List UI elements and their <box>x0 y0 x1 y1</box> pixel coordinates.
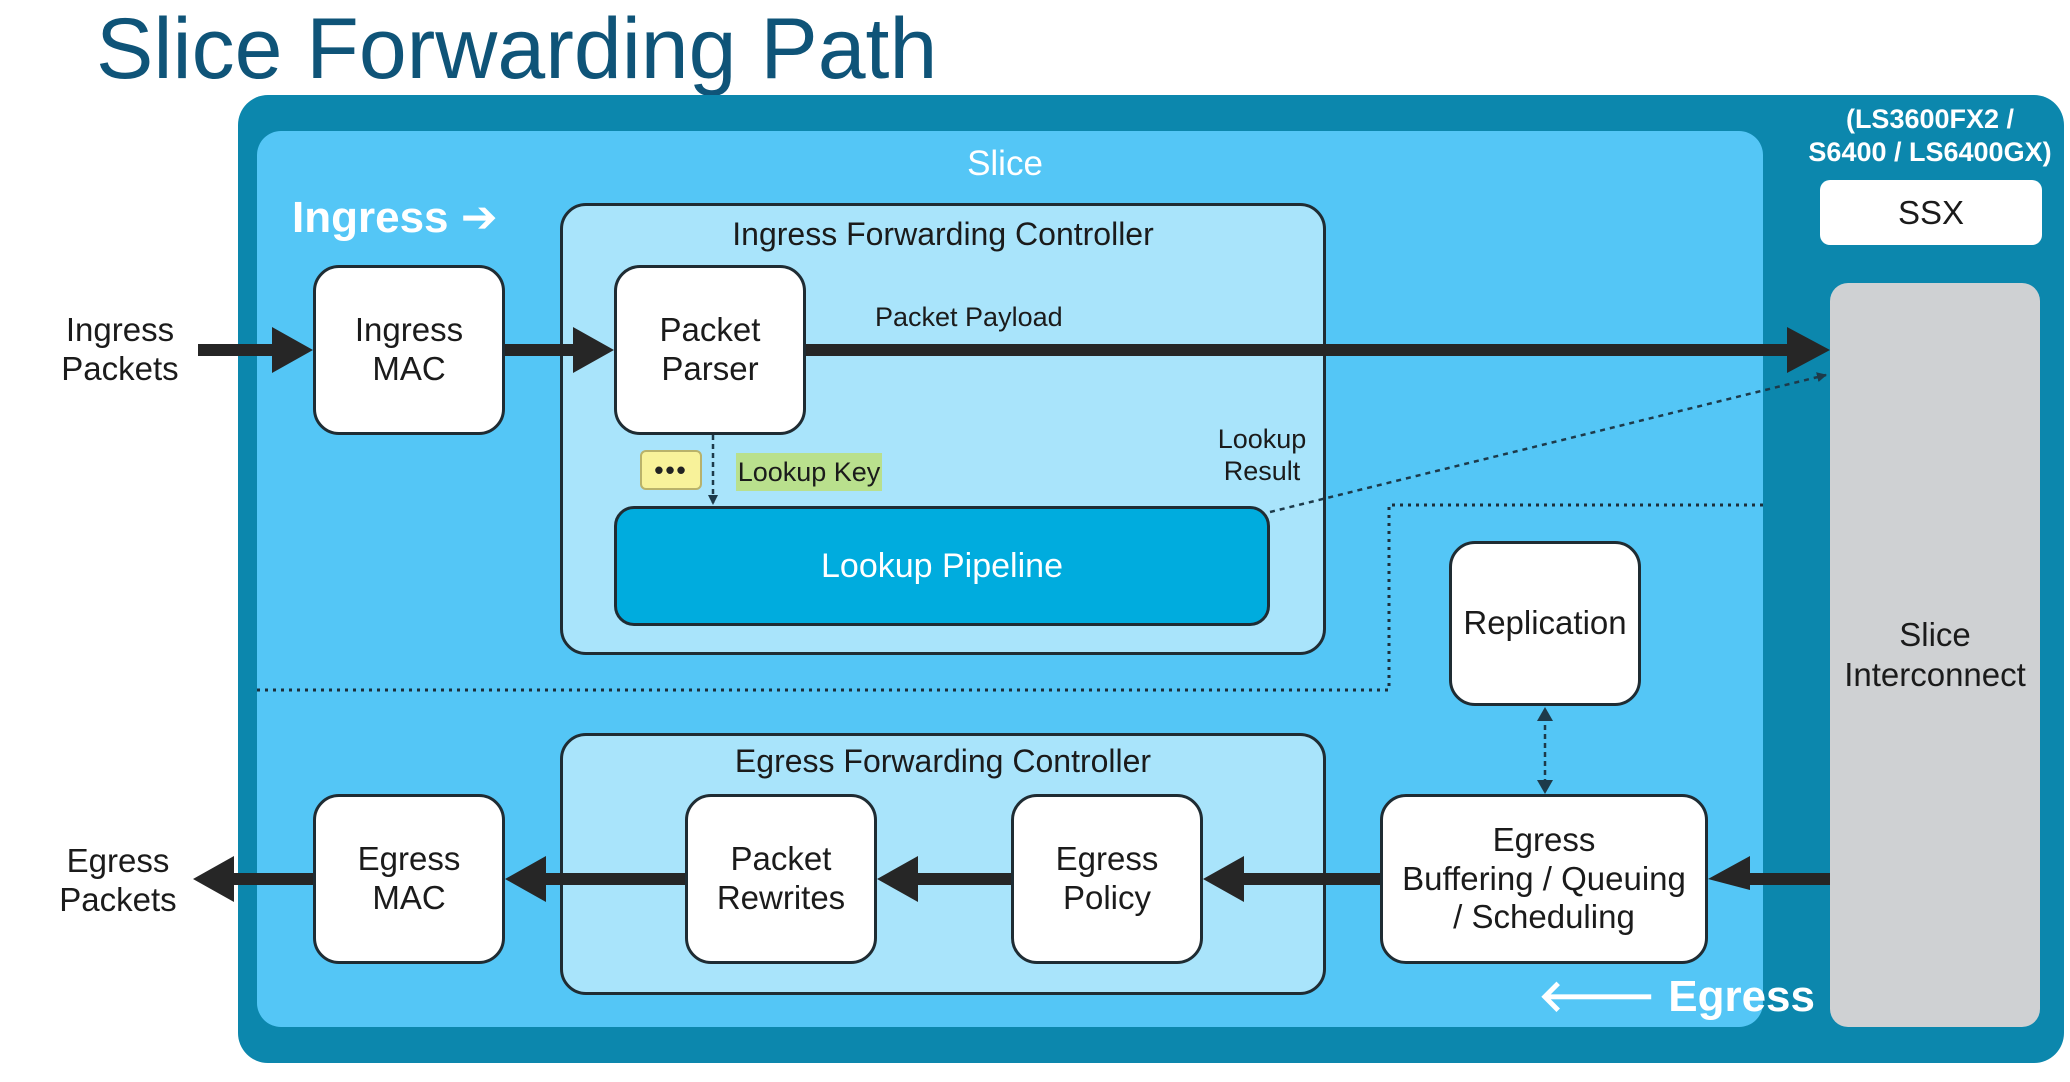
arrow-rewrites-to-mac <box>505 856 685 902</box>
ingress-controller-title: Ingress Forwarding Controller <box>732 216 1154 252</box>
egress-section-label: 🡐 Egress <box>1538 972 1815 1021</box>
arrow-lookup-result <box>1269 372 1827 514</box>
ingress-egress-divider <box>257 503 1763 692</box>
lookup-pipeline-block: Lookup Pipeline <box>614 506 1270 626</box>
arrowhead-replication-up <box>1537 707 1553 721</box>
egress-packets-label: Egress Packets <box>59 842 177 918</box>
egress-controller-title: Egress Forwarding Controller <box>734 743 1152 779</box>
ingress-section-label: Ingress ➔ <box>292 193 498 242</box>
arrow-ingress-in <box>198 327 313 373</box>
slice-interconnect-block: Slice Interconnect <box>1830 283 2040 1027</box>
ssx-box: SSX <box>1820 180 2042 245</box>
arrowhead-replication-down <box>1537 780 1553 794</box>
packet-rewrites-block: Packet Rewrites <box>685 794 877 964</box>
packet-parser-block: Packet Parser <box>614 265 806 435</box>
arrow-egress-out <box>193 856 313 902</box>
arrow-interconnect-to-buffering-tail <box>1750 873 1830 885</box>
page-title: Slice Forwarding Path <box>96 1 938 97</box>
ingress-mac-block: Ingress MAC <box>313 265 505 435</box>
platform-note: (LS3600FX2 / S6400 / LS6400GX) <box>1808 104 2052 167</box>
arrow-buffering-to-policy <box>1203 856 1380 902</box>
comment-icon[interactable]: ••• <box>640 450 702 490</box>
lookup-result-label: Lookup Result <box>1217 424 1307 486</box>
egress-policy-block: Egress Policy <box>1011 794 1203 964</box>
slice-label: Slice <box>967 144 1043 183</box>
packet-payload-label: Packet Payload <box>875 302 1063 332</box>
lookup-key-label: Lookup Key <box>736 453 882 491</box>
arrow-interconnect-to-buffering <box>1708 856 1830 890</box>
replication-block: Replication <box>1449 541 1641 706</box>
arrow-mac-to-parser <box>505 327 614 373</box>
ingress-packets-label: Ingress Packets <box>61 311 179 387</box>
egress-mac-block: Egress MAC <box>313 794 505 964</box>
arrow-payload <box>806 327 1830 373</box>
egress-buffering-block: Egress Buffering / Queuing / Scheduling <box>1380 794 1708 964</box>
arrow-policy-to-rewrites <box>877 856 1011 902</box>
